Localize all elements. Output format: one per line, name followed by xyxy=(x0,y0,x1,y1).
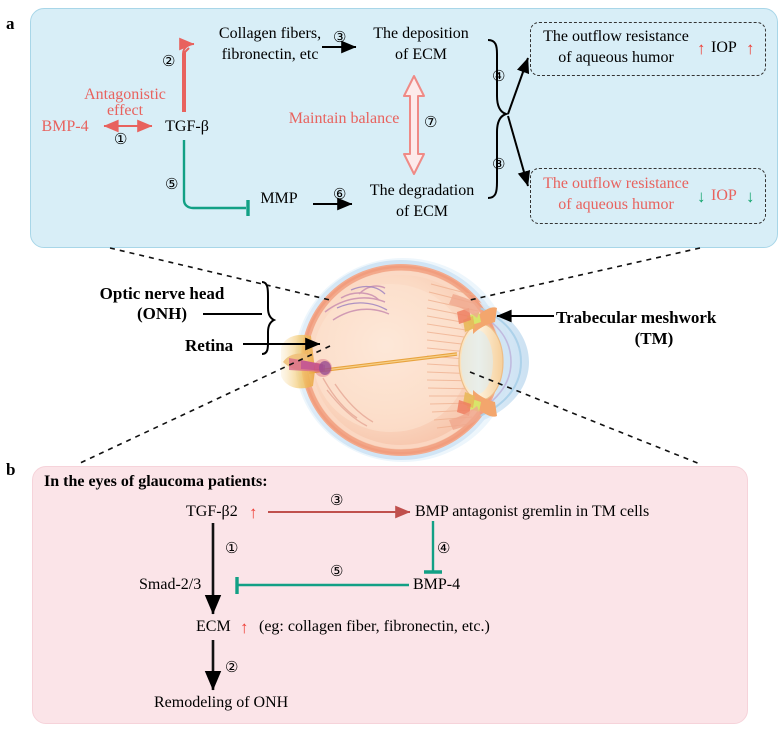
panel-b-container xyxy=(32,466,748,724)
node-collagen-line2: fibronectin, etc xyxy=(221,46,319,63)
outcome-up-line1: The outflow resistance xyxy=(543,28,689,45)
node-smad: Smad-2/3 xyxy=(139,576,202,593)
node-bmp4-b: BMP-4 xyxy=(413,576,461,593)
iop-down-arrow-left-icon: ↓ xyxy=(697,187,706,206)
step-number-b-1: ① xyxy=(225,541,239,557)
panel-b-heading: In the eyes of glaucoma patients: xyxy=(44,473,268,490)
node-bmp4-a: BMP-4 xyxy=(41,118,89,135)
outcome-up-iop-label: IOP xyxy=(711,39,737,56)
panel-b-letter: b xyxy=(6,460,16,479)
outcome-box-iop-up xyxy=(530,22,766,76)
step-number-b-5: ⑤ xyxy=(330,564,344,580)
node-ecm: ECM xyxy=(196,618,231,635)
step-number-a-7: ⑦ xyxy=(424,115,438,131)
outcome-down-line2: of aqueous humor xyxy=(558,196,674,213)
label-onh-line1: Optic nerve head xyxy=(99,284,225,303)
iop-up-arrow-left-icon: ↑ xyxy=(697,39,706,58)
node-mmp: MMP xyxy=(260,190,298,207)
step-number-b-3: ③ xyxy=(330,493,344,509)
node-tgf-beta: TGF-β xyxy=(165,118,209,135)
outcome-box-iop-down xyxy=(530,168,766,224)
outcome-up-line2: of aqueous humor xyxy=(558,49,674,66)
iop-down-arrow-right-icon: ↓ xyxy=(746,187,755,206)
step-number-a-4: ④ xyxy=(492,69,506,85)
node-deposition-line2: of ECM xyxy=(395,46,447,63)
label-antagonistic-effect-line2: effect xyxy=(106,102,144,119)
label-tm-line1: Trabecular meshwork xyxy=(556,308,717,327)
iop-up-arrow-right-icon: ↑ xyxy=(746,39,755,58)
step-number-a-2: ② xyxy=(162,54,176,70)
step-number-a-8: ⑧ xyxy=(492,157,506,173)
outcome-down-line1: The outflow resistance xyxy=(543,175,689,192)
label-retina: Retina xyxy=(185,336,234,355)
node-tgf-beta2: TGF-β2 xyxy=(186,503,238,520)
label-onh-line2: (ONH) xyxy=(136,304,188,323)
step-number-a-1: ① xyxy=(114,132,128,148)
outcome-down-iop-label: IOP xyxy=(711,187,737,204)
label-antagonistic-effect-line1: Antagonistic xyxy=(84,86,166,103)
label-maintain-balance: Maintain balance xyxy=(288,110,400,127)
node-collagen-line1: Collagen fibers, xyxy=(218,25,322,42)
node-gremlin: BMP antagonist gremlin in TM cells xyxy=(415,503,650,520)
step-number-a-3: ③ xyxy=(333,30,347,46)
tgf-beta2-up-arrow-icon: ↑ xyxy=(249,503,258,522)
ecm-up-arrow-icon: ↑ xyxy=(240,618,249,637)
node-deposition-line1: The deposition xyxy=(373,25,469,42)
node-degradation-line2: of ECM xyxy=(396,203,448,220)
step-number-b-2: ② xyxy=(225,660,239,676)
node-ecm-note: (eg: collagen fiber, fibronectin, etc.) xyxy=(259,618,490,635)
node-remodeling-onh: Remodeling of ONH xyxy=(154,694,289,711)
node-degradation-line1: The degradation xyxy=(369,182,475,199)
step-number-a-5: ⑤ xyxy=(165,177,179,193)
panel-a-letter: a xyxy=(6,14,15,33)
step-number-b-4: ④ xyxy=(437,541,451,557)
eye-anatomy-illustration xyxy=(281,250,540,472)
step-number-a-6: ⑥ xyxy=(333,187,347,203)
label-tm-line2: (TM) xyxy=(634,329,674,348)
